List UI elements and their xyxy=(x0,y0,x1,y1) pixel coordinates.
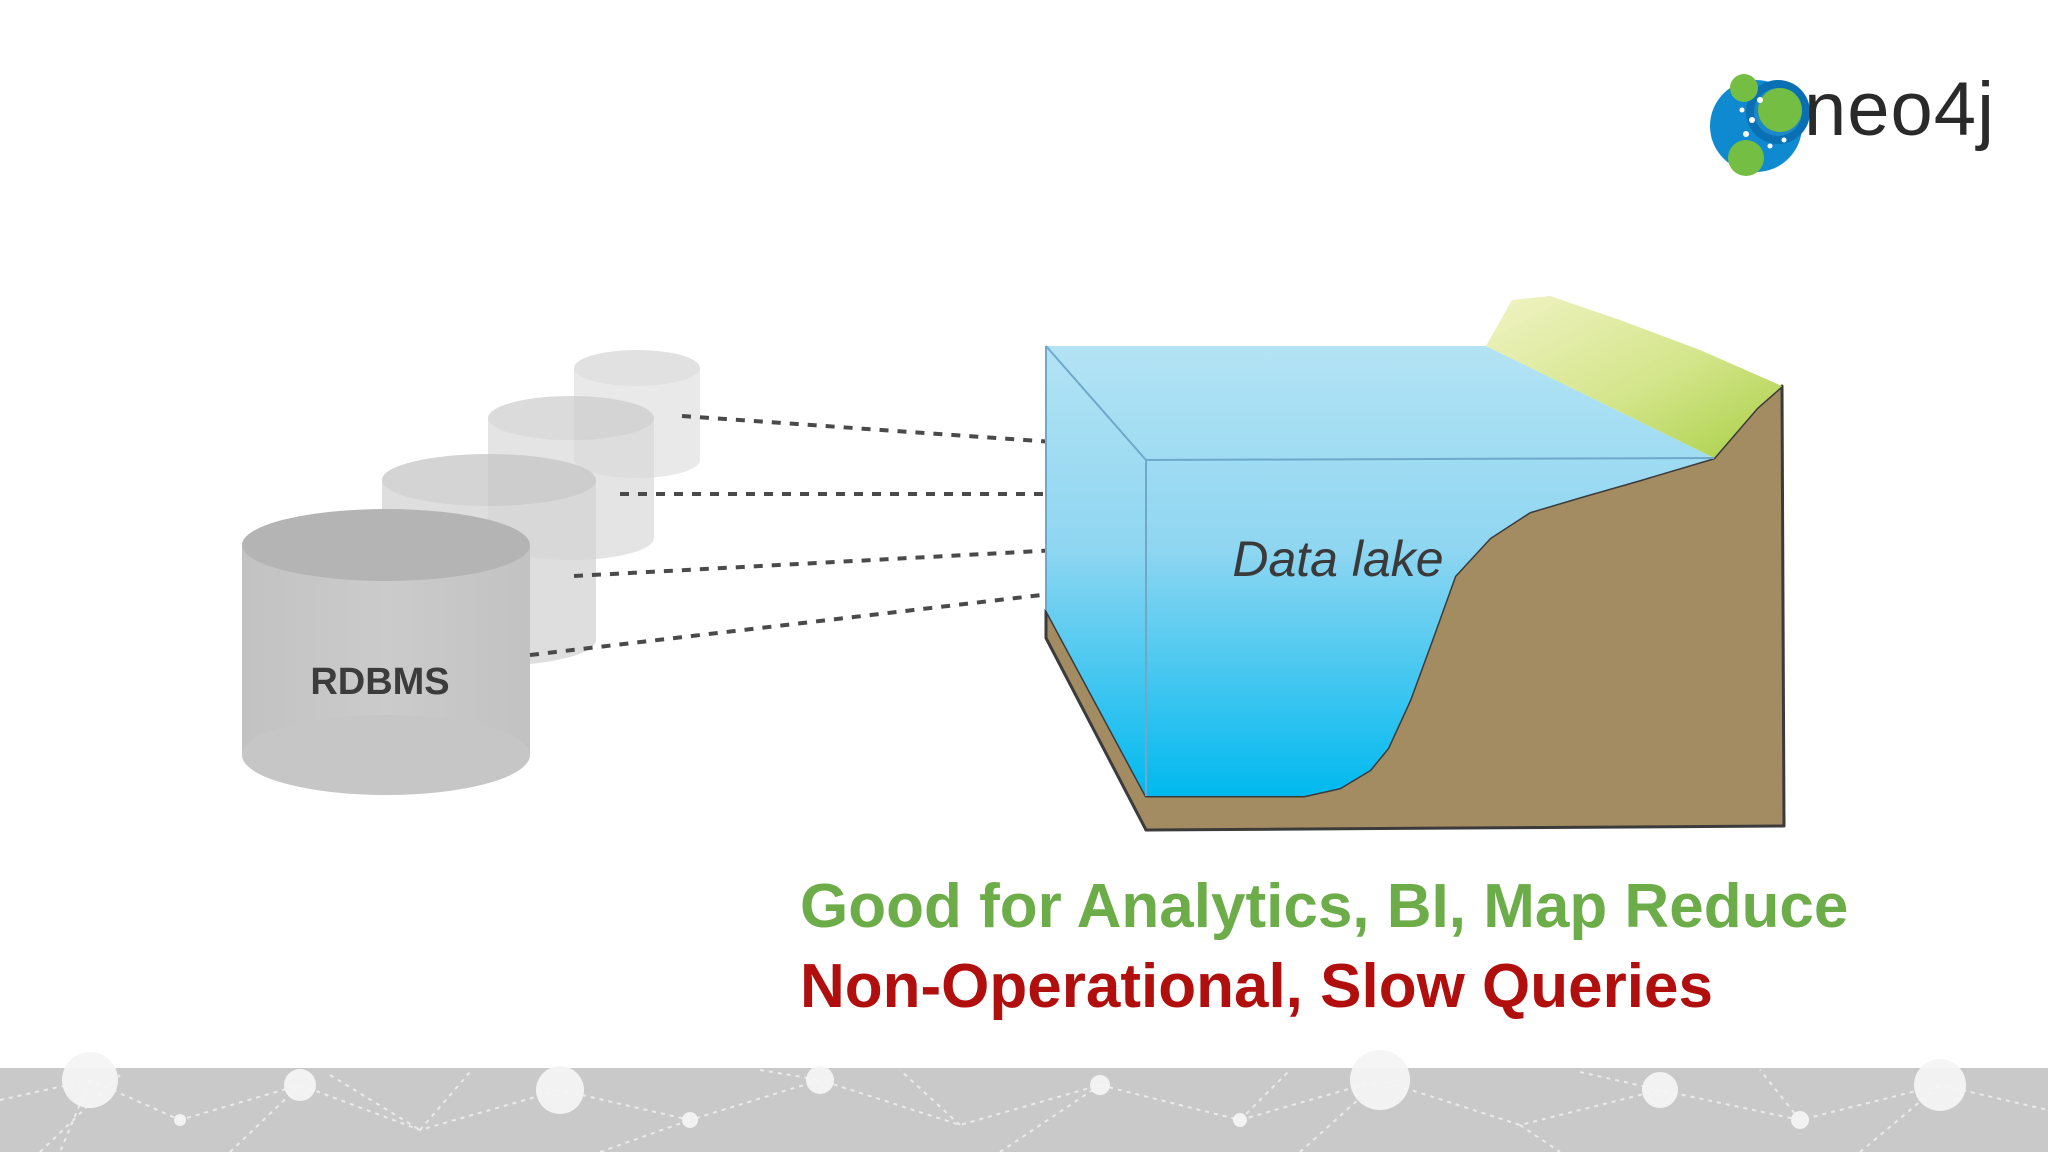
flow-arrow-1 xyxy=(681,414,1084,449)
rdbms-label: RDBMS xyxy=(310,661,449,703)
rdbms-cylinder: RDBMS xyxy=(242,509,530,795)
caption-non-operational: Non-Operational, Slow Queries xyxy=(800,952,1713,1021)
neo4j-wordmark: neo4j xyxy=(1804,67,1995,152)
caption-good-for: Good for Analytics, BI, Map Reduce xyxy=(800,872,1849,941)
flow-arrows xyxy=(529,414,1100,657)
neo4j-graph-logo-icon xyxy=(1710,74,1810,176)
flow-arrow-4 xyxy=(529,585,1086,657)
data-lake-block: Data lake xyxy=(1044,296,1786,832)
data-lake-label: Data lake xyxy=(1232,531,1443,587)
flow-arrow-3 xyxy=(573,543,1098,578)
footer-network-band xyxy=(0,1050,2048,1152)
